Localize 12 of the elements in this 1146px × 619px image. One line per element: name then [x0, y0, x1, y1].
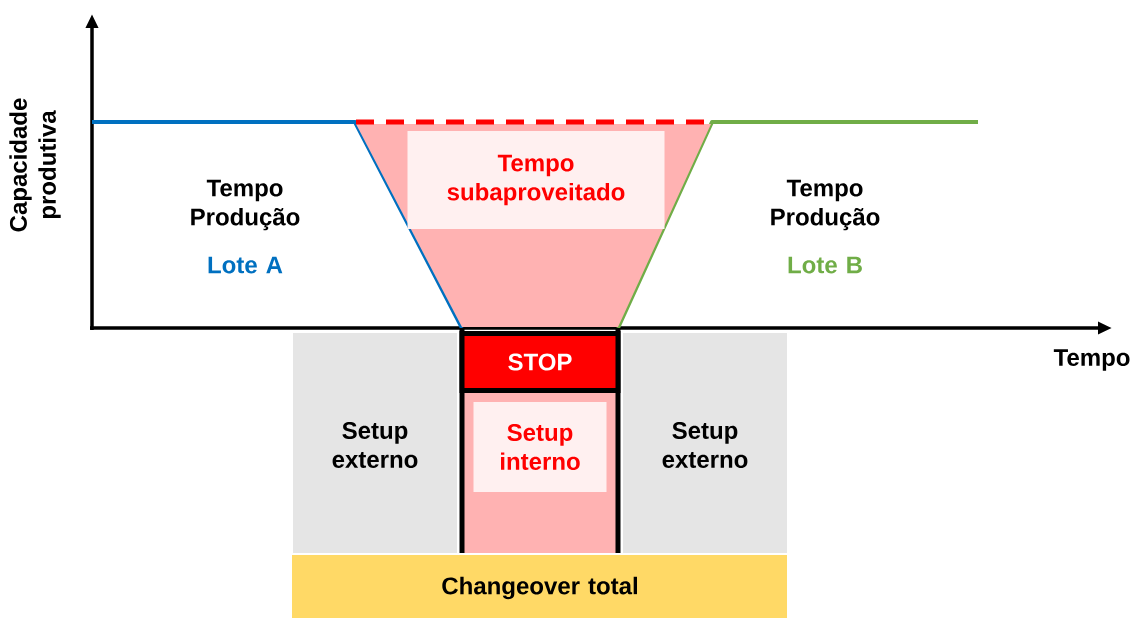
- batch-label: Lote B: [788, 256, 862, 274]
- changeover-bar: Changeover total: [292, 555, 787, 618]
- area-label: Setup externo: [332, 422, 418, 468]
- stop-box: STOP: [459, 331, 621, 393]
- area-label: Setup externo: [662, 422, 748, 468]
- batch-label: Lote A: [208, 256, 283, 274]
- axis-label: Tempo: [1053, 349, 1130, 371]
- area-label: Tempo Produção: [771, 179, 880, 231]
- axis-label: Capacidade produtiva: [9, 98, 61, 232]
- area-label: Tempo Produção: [191, 179, 300, 231]
- text-box: Setup interno: [473, 402, 607, 492]
- shaded-trapezoid: Tempo subaproveitado: [356, 119, 712, 327]
